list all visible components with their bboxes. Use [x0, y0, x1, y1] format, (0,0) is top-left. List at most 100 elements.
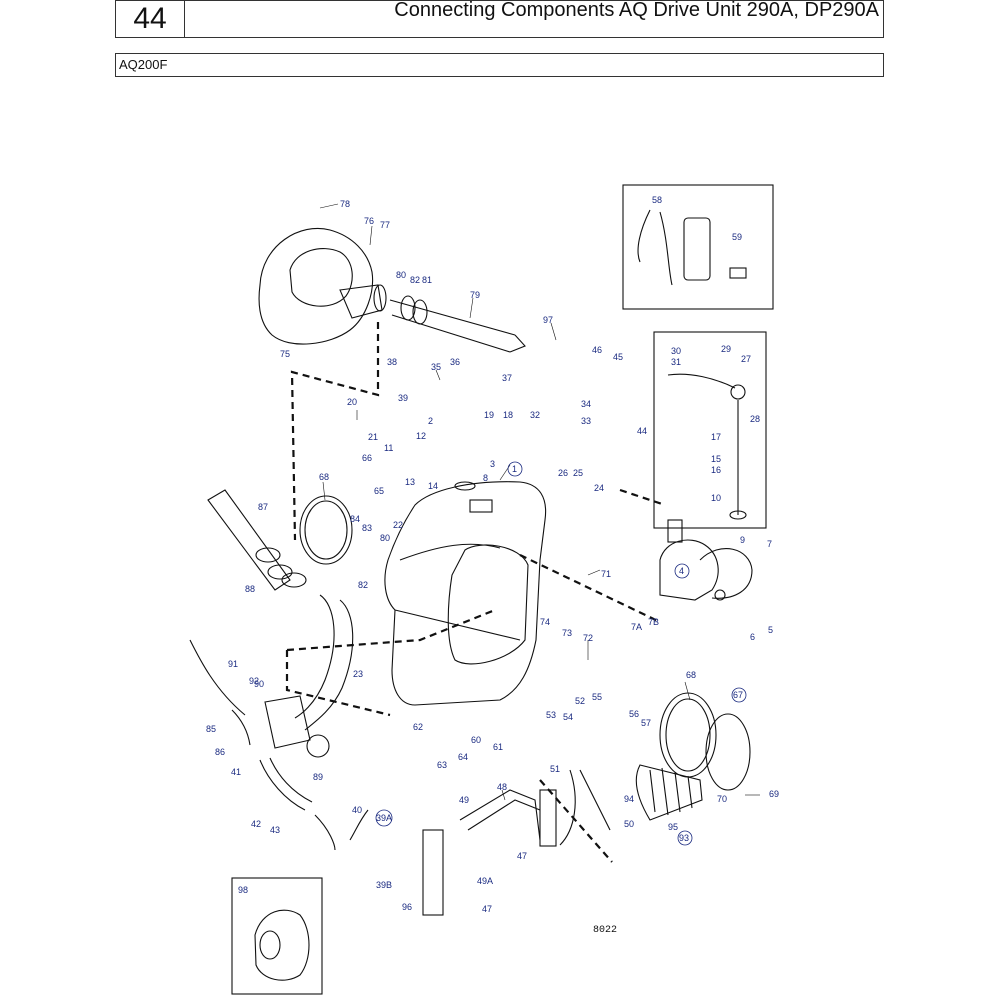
callout-17: 17: [711, 432, 721, 442]
callout-46: 46: [592, 345, 602, 355]
callout-82b: 82: [358, 580, 368, 590]
callout-61: 61: [493, 742, 503, 752]
callout-60: 60: [471, 735, 481, 745]
callout-51: 51: [550, 764, 560, 774]
gear-housing: [384, 481, 547, 706]
callout-88: 88: [245, 584, 255, 594]
callout-31: 31: [671, 357, 681, 367]
callout-58: 58: [652, 195, 662, 205]
transom-flange-assembly: [258, 228, 526, 353]
callout-90: 90: [254, 679, 264, 689]
inset-box-power-trim-pump: [622, 184, 774, 310]
callout-29: 29: [721, 344, 731, 354]
page-number: 44: [116, 1, 185, 37]
callout-67: 67: [733, 690, 743, 700]
callout-35: 35: [431, 362, 441, 372]
power-trim-pump: [637, 209, 747, 286]
callout-72: 72: [583, 633, 593, 643]
hydraulic-lines: [422, 769, 611, 916]
callout-11: 11: [384, 443, 393, 453]
callout-78: 78: [340, 199, 350, 209]
reservoir-tank: [254, 909, 310, 981]
callout-56: 56: [629, 709, 639, 719]
callout-53: 53: [546, 710, 556, 720]
callout-68: 68: [319, 472, 329, 482]
callout-13: 13: [405, 477, 415, 487]
callout-54: 54: [563, 712, 573, 722]
model-box: AQ200F: [115, 53, 884, 77]
callout-circle-93: [677, 830, 693, 846]
callout-37: 37: [502, 373, 512, 383]
callout-63: 63: [437, 760, 447, 770]
callout-98: 98: [238, 885, 248, 895]
callout-19: 19: [484, 410, 494, 420]
callout-96: 96: [402, 902, 412, 912]
inset-box-reservoir: [231, 877, 323, 995]
callout-5: 5: [768, 625, 773, 635]
assembly-dashed-lines: [285, 322, 666, 863]
callout-97: 97: [543, 315, 553, 325]
callout-68b: 68: [686, 670, 696, 680]
callout-7b: 7B: [648, 617, 659, 627]
callout-71: 71: [601, 569, 611, 579]
figure-code: 8022: [593, 925, 617, 936]
callout-73: 73: [562, 628, 572, 638]
callout-40: 40: [352, 805, 362, 815]
callout-81: 81: [422, 275, 432, 285]
callout-91: 91: [228, 659, 238, 669]
callout-32: 32: [530, 410, 540, 420]
callout-10: 10: [711, 493, 721, 503]
callout-15: 15: [711, 454, 721, 464]
callout-86: 86: [215, 747, 225, 757]
header-box: 44 Connecting Components AQ Drive Unit 2…: [115, 0, 884, 38]
callout-30: 30: [671, 346, 681, 356]
callout-21: 21: [368, 432, 378, 442]
callout-39a: 39A: [376, 813, 392, 823]
callout-47b: 47: [482, 904, 492, 914]
steering-bracket: [659, 519, 753, 601]
callout-83: 83: [362, 523, 372, 533]
callout-41: 41: [231, 767, 241, 777]
leader-lines: [319, 203, 760, 801]
callout-95: 95: [668, 822, 678, 832]
callout-44: 44: [637, 426, 647, 436]
callout-42: 42: [251, 819, 261, 829]
callout-50: 50: [624, 819, 634, 829]
callout-74: 74: [540, 617, 550, 627]
callout-circle-1: [507, 461, 523, 477]
callout-33: 33: [581, 416, 591, 426]
callout-2: 2: [428, 416, 433, 426]
callout-49: 49: [459, 795, 469, 805]
callout-77: 77: [380, 220, 390, 230]
inset-box-sender: [653, 331, 767, 529]
callout-64: 64: [458, 752, 468, 762]
callout-55: 55: [592, 692, 602, 702]
callout-80b: 80: [380, 533, 390, 543]
callout-7: 7: [767, 539, 772, 549]
callout-8: 8: [483, 473, 488, 483]
callout-84: 84: [350, 514, 360, 524]
callout-25: 25: [573, 468, 583, 478]
callout-28: 28: [750, 414, 760, 424]
callout-48: 48: [497, 782, 507, 792]
water-hose-assembly: [189, 594, 369, 851]
callout-3: 3: [490, 459, 495, 469]
callout-43: 43: [270, 825, 280, 835]
callout-80: 80: [396, 270, 406, 280]
callout-circle-4: [674, 563, 690, 579]
callout-39: 39: [398, 393, 408, 403]
callout-16: 16: [711, 465, 721, 475]
callout-34: 34: [581, 399, 591, 409]
callout-23: 23: [353, 669, 363, 679]
bellows-and-ring: [635, 692, 751, 821]
callout-52: 52: [575, 696, 585, 706]
callout-85: 85: [206, 724, 216, 734]
callout-47a: 47: [517, 851, 527, 861]
callout-59: 59: [732, 232, 742, 242]
callout-57: 57: [641, 718, 651, 728]
callout-69: 69: [769, 789, 779, 799]
callout-92: 92: [249, 676, 259, 686]
callout-26: 26: [558, 468, 568, 478]
callout-4: 4: [679, 566, 684, 576]
